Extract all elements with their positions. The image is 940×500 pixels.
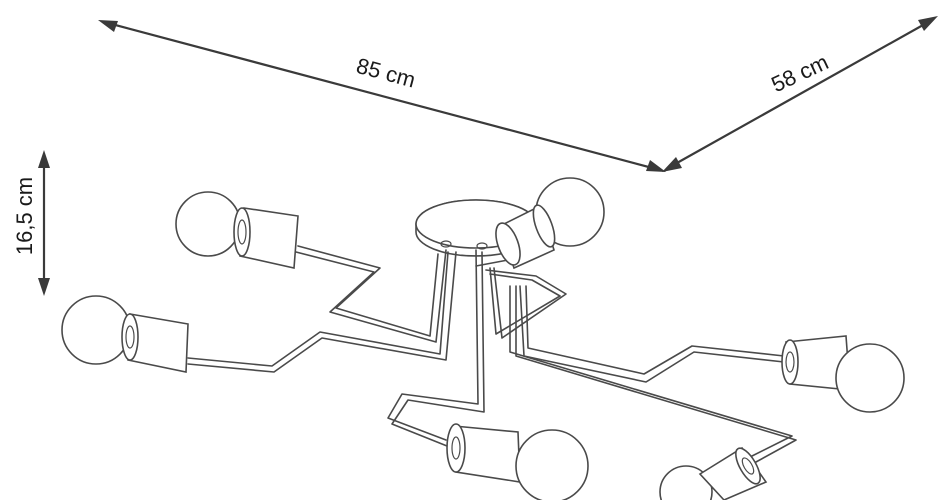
height-arrow-top-icon [38, 150, 50, 168]
width-arrow-left-icon [98, 20, 118, 32]
depth-dimension: 58 cm [662, 16, 938, 172]
arm-left [187, 251, 457, 373]
bulb-right-glass [835, 343, 905, 413]
arm-top-right [475, 259, 567, 339]
bulb-front-left-glass [515, 429, 589, 500]
bulb-front-right [659, 446, 768, 500]
bulb-left-glass [61, 295, 131, 365]
depth-arrow-right-icon [918, 16, 938, 31]
arm-front-left [387, 249, 485, 449]
depth-label: 58 cm [767, 49, 832, 97]
width-arrow-right-icon [646, 160, 666, 172]
height-dimension: 16,5 cm [12, 150, 50, 296]
bulb-front-left [446, 423, 589, 500]
arm-front-right [509, 285, 797, 463]
depth-dimension-line [667, 19, 933, 169]
ceiling-lamp [61, 177, 905, 500]
bulb-front-right-glass [659, 465, 713, 500]
height-arrow-bottom-icon [38, 278, 50, 296]
bulb-top-right [495, 177, 605, 270]
bulb-top-left-glass [175, 191, 241, 257]
bulb-right [781, 335, 905, 413]
bulb-top-left [175, 191, 299, 269]
arm-right [519, 285, 785, 383]
width-dimension: 85 cm [98, 20, 666, 172]
bulb-left [61, 295, 189, 373]
height-label: 16,5 cm [12, 177, 37, 255]
width-dimension-line [103, 20, 661, 172]
arm-top-left [295, 245, 447, 343]
depth-arrow-left-icon [662, 157, 682, 172]
width-label: 85 cm [354, 53, 418, 93]
